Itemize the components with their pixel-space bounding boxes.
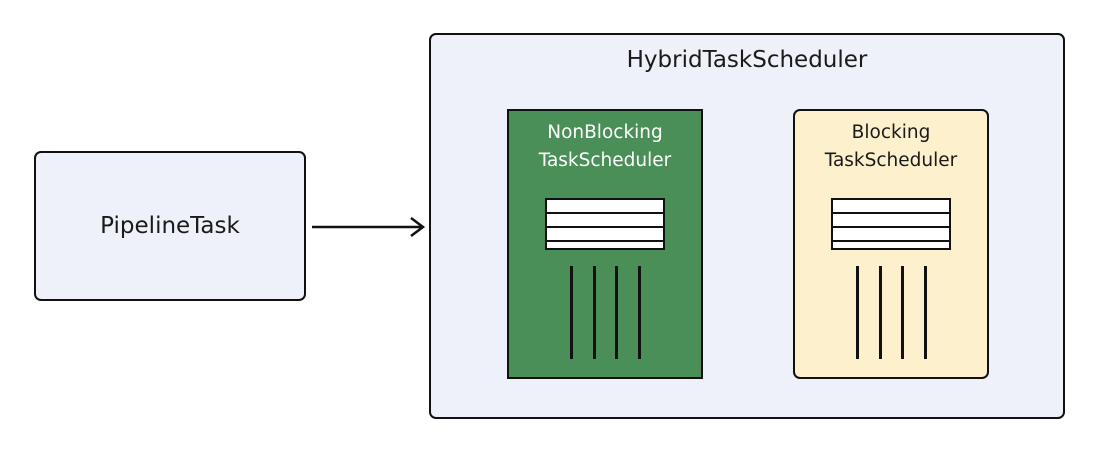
blocking-title-line2: TaskScheduler xyxy=(824,150,958,171)
nonblocking-task-scheduler: NonBlocking TaskScheduler xyxy=(507,109,703,379)
nonblocking-title-line2: TaskScheduler xyxy=(538,150,672,171)
hybrid-task-scheduler-title: HybridTaskScheduler xyxy=(626,47,868,73)
pipeline-task-node: PipelineTask xyxy=(34,151,306,301)
worker-threads-icon xyxy=(795,266,987,359)
nonblocking-scheduler-title: NonBlocking TaskScheduler xyxy=(509,119,701,175)
hybrid-task-scheduler-node: HybridTaskScheduler NonBlocking TaskSche… xyxy=(429,33,1065,419)
task-queue-icon xyxy=(831,198,951,250)
blocking-task-scheduler: Blocking TaskScheduler xyxy=(793,109,989,379)
worker-threads-icon xyxy=(509,266,701,359)
blocking-title-line1: Blocking xyxy=(851,122,931,143)
blocking-scheduler-title: Blocking TaskScheduler xyxy=(795,119,987,175)
task-queue-icon xyxy=(545,198,665,250)
pipeline-task-label: PipelineTask xyxy=(100,213,240,239)
nonblocking-title-line1: NonBlocking xyxy=(547,122,663,143)
flow-arrow xyxy=(312,217,426,237)
